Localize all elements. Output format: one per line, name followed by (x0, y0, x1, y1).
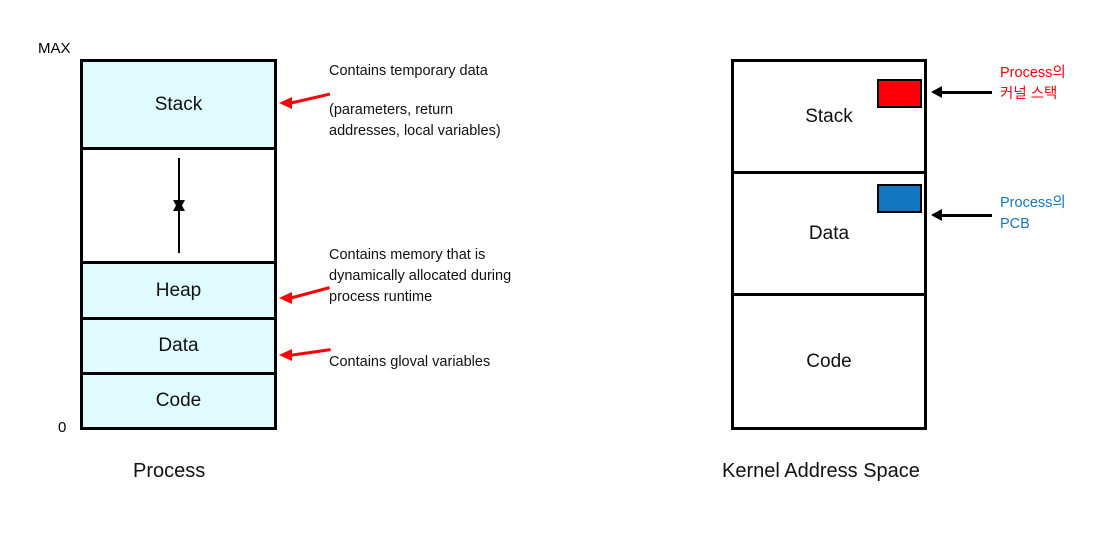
note-data: Contains gloval variables (329, 352, 490, 373)
axis-label-max: MAX (38, 40, 71, 57)
axis-label-zero: 0 (58, 419, 67, 436)
kernel-segment-data: Data (734, 174, 924, 296)
process-segment-heap-label: Heap (155, 279, 202, 301)
note-heap-line2: dynamically allocated during (329, 268, 512, 285)
note-stack-detail: (parameters, return addresses, local var… (329, 100, 501, 142)
caption-process: Process (133, 460, 206, 482)
label-kernel-stack: Process의 커널 스택 (1000, 63, 1066, 105)
note-data-line1: Contains gloval variables (329, 354, 491, 370)
stack-growth-shaft (177, 158, 180, 206)
label-kernel-stack-line2: 커널 스택 (1000, 86, 1058, 103)
heap-growth-up-arrow-icon (172, 200, 185, 211)
label-kernel-pcb-line2: PCB (1000, 216, 1030, 233)
note-stack-summary: Contains temporary data (329, 61, 488, 82)
kernel-pcb-chip (877, 184, 922, 213)
kernel-segment-code-label: Code (806, 350, 852, 372)
callout-arrow-heap-shaft (288, 286, 330, 300)
note-stack-detail-line1: (parameters, return (329, 102, 454, 118)
note-heap-line3: process runtime (329, 289, 433, 306)
process-memory-box: Stack Heap Data Code (80, 59, 277, 430)
kernel-stack-chip (877, 79, 922, 108)
note-stack-summary-line1: Contains temporary data (329, 63, 488, 79)
callout-arrow-data-head-icon (279, 349, 292, 361)
label-kernel-pcb-line1: Process의 (1000, 195, 1066, 211)
pointer-arrow-kernel-stack-shaft (940, 91, 992, 94)
pointer-arrow-kernel-pcb-shaft (940, 214, 992, 217)
callout-arrow-stack-shaft (288, 92, 331, 105)
pointer-arrow-kernel-stack-head-icon (931, 86, 942, 98)
note-heap: Contains memory that is dynamically allo… (329, 245, 511, 308)
kernel-segment-data-label: Data (808, 222, 850, 244)
process-segment-free-space (83, 147, 274, 264)
process-segment-stack-label: Stack (154, 93, 203, 115)
process-segment-stack: Stack (83, 62, 274, 147)
note-heap-line1: Contains memory that is (329, 247, 486, 263)
process-segment-data: Data (83, 320, 274, 375)
callout-arrow-data-shaft (288, 348, 331, 357)
label-kernel-pcb: Process의 PCB (1000, 193, 1066, 235)
pointer-arrow-kernel-pcb-head-icon (931, 209, 942, 221)
kernel-segment-code: Code (734, 296, 924, 427)
callout-arrow-heap-head-icon (279, 292, 292, 304)
heap-growth-shaft (177, 205, 180, 253)
process-segment-heap: Heap (83, 264, 274, 320)
kernel-segment-stack: Stack (734, 62, 924, 174)
process-segment-data-label: Data (158, 335, 199, 356)
label-kernel-stack-line1: Process의 (1000, 65, 1066, 81)
callout-arrow-stack-head-icon (279, 97, 292, 109)
caption-kernel-address-space: Kernel Address Space (722, 460, 920, 482)
kernel-address-space-box: Stack Data Code (731, 59, 927, 430)
process-segment-code-label: Code (155, 390, 202, 411)
kernel-segment-stack-label: Stack (805, 105, 853, 127)
process-segment-code: Code (83, 375, 274, 427)
note-stack-detail-line2: addresses, local variables) (329, 123, 501, 140)
